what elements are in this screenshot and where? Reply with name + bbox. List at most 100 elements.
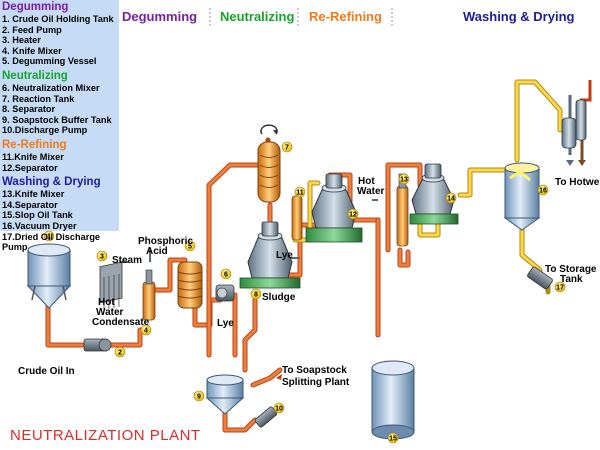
label-tank: Tank bbox=[560, 274, 583, 285]
legend-item: 13.Knife Mixer bbox=[2, 189, 65, 200]
vacuum-dryer bbox=[503, 162, 541, 231]
label-lye-1: Lye bbox=[217, 318, 234, 329]
legend-title-rerefining: Re-Refining bbox=[2, 138, 67, 151]
badge-14: 14 bbox=[445, 192, 457, 204]
separator-12 bbox=[305, 173, 363, 243]
badge-9: 9 bbox=[193, 390, 205, 402]
legend-item: 10.Discharge Pump bbox=[2, 125, 88, 136]
knife-mixer-4 bbox=[142, 269, 156, 321]
badge-6: 6 bbox=[220, 268, 232, 280]
header-rerefining: Re-Refining bbox=[309, 9, 382, 24]
label-splitting-plant: Splitting Plant bbox=[282, 377, 350, 388]
badge-13: 13 bbox=[398, 173, 410, 185]
badge-1: 1 bbox=[43, 230, 55, 242]
crude-oil-holding-tank bbox=[26, 243, 72, 309]
svg-text:4: 4 bbox=[144, 328, 148, 335]
legend-item: 4. Knife Mixer bbox=[2, 45, 62, 56]
soapstock-buffer-tank bbox=[205, 374, 245, 415]
header-neutralizing: Neutralizing bbox=[220, 9, 295, 24]
svg-text:13: 13 bbox=[400, 177, 408, 184]
badge-2: 2 bbox=[114, 346, 126, 358]
legend-item: 15.Slop Oil Tank bbox=[2, 210, 73, 221]
label-steam: Steam bbox=[112, 255, 142, 266]
neutralization-mixer bbox=[215, 284, 235, 302]
svg-text:8: 8 bbox=[254, 292, 258, 299]
badge-17: 17 bbox=[554, 281, 566, 293]
badge-4: 4 bbox=[140, 324, 152, 336]
legend-item: 12.Separator bbox=[2, 162, 58, 173]
label-sludge: Sludge bbox=[262, 292, 296, 303]
legend-item: 14.Separator bbox=[2, 199, 58, 210]
badge-15: 15 bbox=[387, 432, 399, 444]
heater bbox=[99, 261, 123, 310]
legend-item: 16.Vacuum Dryer bbox=[2, 220, 77, 231]
label-crude-oil-in: Crude Oil In bbox=[18, 366, 75, 377]
badge-5: 5 bbox=[184, 240, 196, 252]
plant-title: NEUTRALIZATION PLANT bbox=[10, 427, 201, 444]
label-to-hotwell: To Hotwell bbox=[555, 177, 600, 188]
svg-text:3: 3 bbox=[100, 254, 104, 261]
header-degumming: Degumming bbox=[122, 9, 198, 24]
legend-item: 2. Feed Pump bbox=[2, 24, 62, 35]
svg-text:2: 2 bbox=[118, 350, 122, 357]
badge-7: 7 bbox=[281, 141, 293, 153]
badge-12: 12 bbox=[347, 208, 359, 220]
svg-text:6: 6 bbox=[224, 272, 228, 279]
knife-mixer-11 bbox=[291, 195, 303, 241]
badge-3: 3 bbox=[96, 250, 108, 262]
badge-10: 10 bbox=[273, 402, 285, 414]
legend-item: 11.Knife Mixer bbox=[2, 151, 64, 162]
legend-item: 17.Dried Oil Discharge Pump bbox=[2, 231, 101, 253]
number-badges: 1 2 3 4 5 6 7 8 9 10 11 12 13 14 15 16 1… bbox=[43, 141, 566, 444]
knife-mixer-13 bbox=[396, 173, 409, 247]
legend-item: 7. Reaction Tank bbox=[2, 93, 75, 104]
degumming-vessel bbox=[177, 261, 203, 309]
separator-14 bbox=[409, 163, 459, 225]
legend-item: 6. Neutralization Mixer bbox=[2, 82, 100, 93]
svg-text:7: 7 bbox=[285, 145, 289, 152]
svg-text:12: 12 bbox=[349, 212, 357, 219]
label-water-cond: Water bbox=[96, 307, 124, 318]
reaction-tank bbox=[257, 124, 281, 203]
svg-text:16: 16 bbox=[539, 188, 547, 195]
feed-pump bbox=[83, 338, 112, 352]
process-labels: Steam Phosphoric Acid Hot Water Condensa… bbox=[18, 176, 600, 388]
legend-item: 5. Degumming Vessel bbox=[2, 56, 97, 67]
svg-text:10: 10 bbox=[275, 406, 283, 413]
svg-text:17: 17 bbox=[556, 285, 564, 292]
label-phosphoric: Phosphoric bbox=[138, 236, 193, 247]
legend-title-neutralizing: Neutralizing bbox=[2, 69, 68, 82]
legend-item: 1. Crude Oil Holding Tank bbox=[2, 14, 114, 24]
legend-item: 8. Separator bbox=[2, 104, 56, 115]
pipes-yellow bbox=[292, 79, 563, 295]
header-washing: Washing & Drying bbox=[463, 9, 575, 24]
label-water: Water bbox=[357, 186, 385, 197]
label-to-storage: To Storage bbox=[545, 264, 597, 275]
badge-16: 16 bbox=[537, 184, 549, 196]
svg-text:14: 14 bbox=[447, 196, 455, 203]
label-to-soapstock: To Soapstock bbox=[282, 365, 347, 376]
label-condensate: Condensate bbox=[92, 317, 150, 328]
vacuum-condensers bbox=[561, 99, 587, 149]
legend-title-degumming: Degumming bbox=[2, 1, 69, 13]
label-hot-cond: Hot bbox=[98, 297, 115, 308]
svg-text:15: 15 bbox=[389, 436, 397, 443]
label-acid: Acid bbox=[146, 246, 168, 257]
legend-panel: Degumming 1. Crude Oil Holding Tank 2. F… bbox=[0, 0, 119, 252]
svg-text:1: 1 bbox=[47, 234, 51, 241]
legend-title-washing: Washing & Drying bbox=[2, 176, 101, 189]
badge-11: 11 bbox=[294, 186, 306, 198]
slop-oil-tank bbox=[371, 360, 415, 440]
svg-text:5: 5 bbox=[188, 244, 192, 251]
legend-item: 9. Soapstock Buffer Tank bbox=[2, 114, 112, 125]
badge-8: 8 bbox=[250, 288, 262, 300]
dried-oil-discharge-pump bbox=[527, 266, 553, 290]
svg-text:9: 9 bbox=[197, 394, 201, 401]
flow-arrows bbox=[276, 160, 586, 380]
svg-text:11: 11 bbox=[296, 190, 304, 197]
separator-8 bbox=[239, 221, 301, 289]
label-lye-2: Lye bbox=[276, 250, 293, 261]
label-hot: Hot bbox=[358, 176, 375, 187]
legend-item: 3. Heater bbox=[2, 35, 41, 46]
